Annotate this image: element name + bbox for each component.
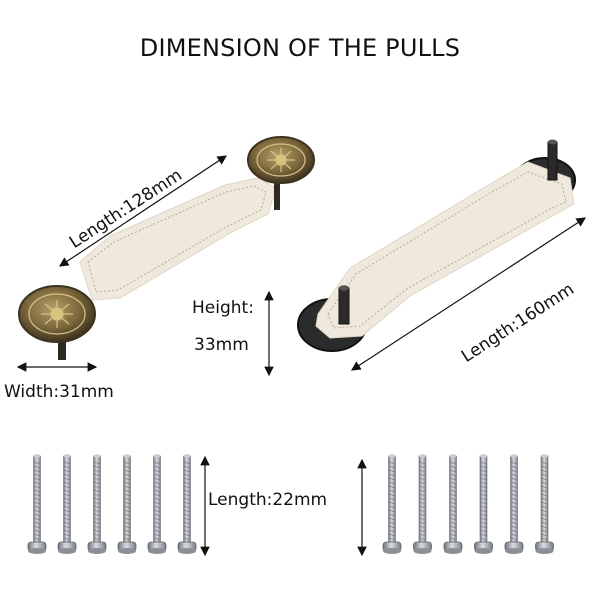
screw-icon [117, 454, 137, 554]
screw-icon [413, 454, 432, 554]
screw-icon [147, 454, 167, 554]
length-160-arrow [350, 217, 587, 371]
height-label: Height: [192, 298, 254, 318]
length-128-arrow [58, 155, 228, 267]
width-31-label: Width:31mm [4, 382, 114, 402]
screw-icon [87, 454, 107, 554]
flower-pattern-icon [28, 293, 86, 335]
screw-icon [57, 454, 77, 554]
screws-right-group [382, 454, 554, 554]
screw-icon [443, 454, 463, 554]
screws-left-group [27, 454, 197, 554]
left-pull-post-right [274, 180, 280, 210]
page-title: DIMENSION OF THE PULLS [139, 34, 461, 62]
screw-icon [474, 454, 493, 554]
left-pull-post-left [58, 330, 66, 360]
flower-pattern-icon [256, 143, 306, 177]
screw-icon [382, 454, 402, 554]
screw-icon [504, 454, 524, 554]
length-22-label: Length:22mm [208, 490, 328, 510]
screw-icon [535, 454, 554, 554]
screw-icon [27, 454, 47, 554]
right-pull-post-top [547, 141, 558, 181]
screw-icon [177, 454, 197, 554]
right-pull-post-bottom [338, 287, 350, 325]
left-leather-strap [79, 177, 277, 301]
height-value: 33mm [194, 335, 249, 355]
